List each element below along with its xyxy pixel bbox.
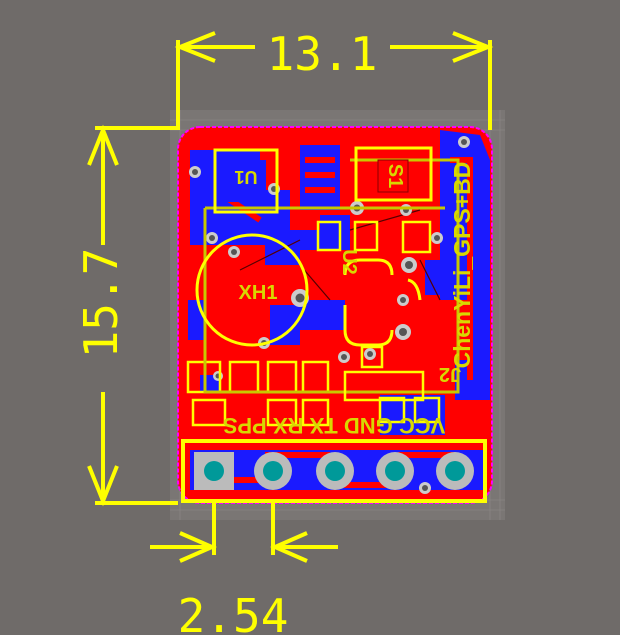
u2-footprint (343, 258, 422, 347)
xh1-outline (195, 233, 309, 347)
label-board-name: ChenYiLi_GPS+BD (449, 162, 475, 369)
pin-header (181, 439, 487, 503)
dimension-width-label: 13.1 (267, 27, 378, 81)
smd-pads (186, 220, 441, 427)
dimension-height-label: 15.7 (74, 248, 128, 359)
dimension-height (87, 124, 178, 507)
j2-box (343, 370, 425, 402)
label-xh1: XH1 (239, 282, 278, 304)
module-outline (203, 158, 460, 394)
dimension-pitch (150, 503, 338, 563)
label-u1: U1 (234, 167, 257, 187)
s1-footprint (354, 146, 433, 202)
dimension-pitch-label: 2.54 (178, 589, 289, 635)
label-j2: J2 (439, 363, 461, 385)
label-u2: U2 (338, 249, 360, 275)
label-pin-names: VCC GND TX RX PPS (223, 413, 445, 438)
u1-footprint (213, 148, 279, 214)
label-s1: S1 (384, 164, 406, 188)
dimension-width (174, 31, 494, 130)
